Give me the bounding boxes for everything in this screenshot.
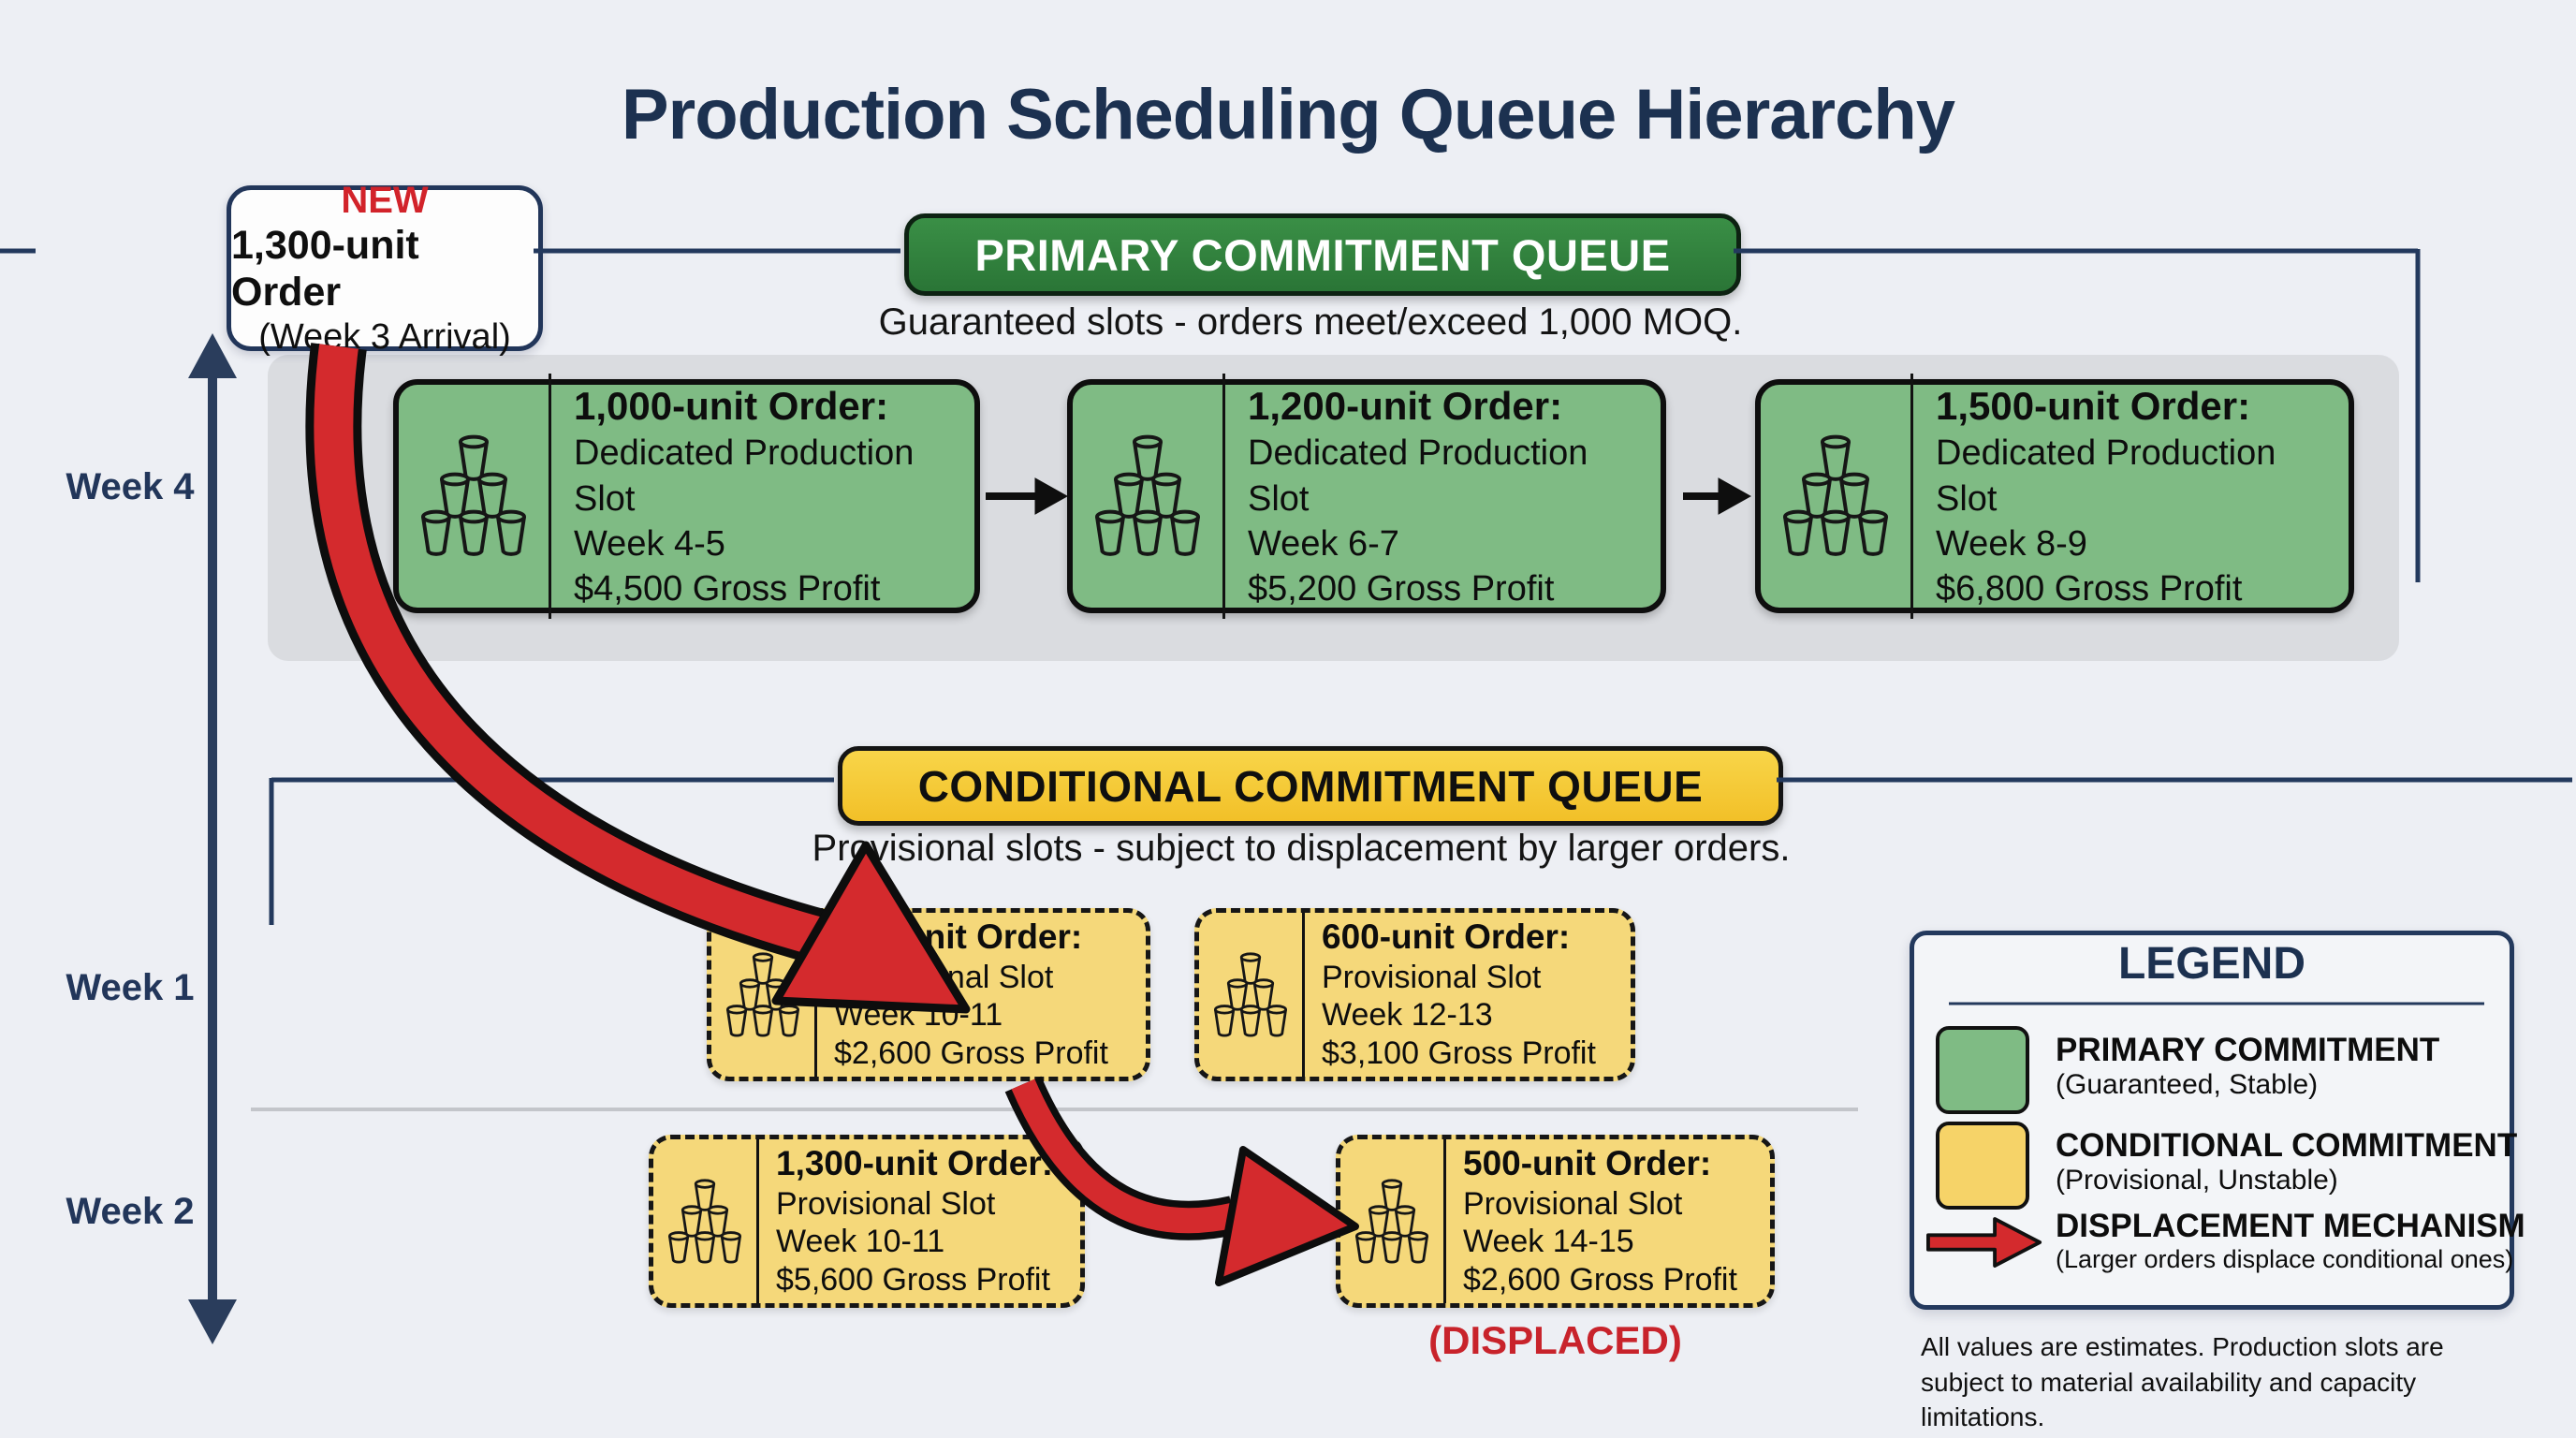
primary-slot-1000: 1,000-unit Order: Dedicated Production S…	[393, 373, 980, 620]
slot-profit: $2,600 Gross Profit	[1463, 1262, 1737, 1299]
slot-type: Provisional Slot	[1322, 959, 1542, 995]
conditional-slot-1300: 1,300-unit Order: Provisional Slot Week …	[649, 1135, 1085, 1308]
legend-sublabel: (Provisional, Unstable)	[2056, 1165, 2338, 1196]
new-order-arrival: (Week 3 Arrival)	[258, 316, 511, 357]
primary-queue-subtitle: Guaranteed slots - orders meet/exceed 1,…	[878, 301, 1743, 343]
displacement-arrow-icon	[1926, 1213, 2043, 1276]
slot-weeks: Week 6-7	[1248, 523, 1399, 564]
cup-stack-icon	[1761, 434, 1910, 558]
conditional-commitment-swatch	[1936, 1122, 2029, 1210]
slot-name: 1,500-unit Order:	[1936, 383, 2251, 428]
slot-profit: $2,600 Gross Profit	[834, 1035, 1108, 1072]
legend-item-primary: PRIMARY COMMITMENT (Guaranteed, Stable)	[2056, 1032, 2439, 1101]
legend-sublabel: (Guaranteed, Stable)	[2056, 1069, 2319, 1100]
legend-label: PRIMARY COMMITMENT	[2056, 1032, 2440, 1068]
primary-slot-1500: 1,500-unit Order: Dedicated Production S…	[1755, 373, 2354, 620]
cup-stack-icon	[399, 434, 549, 558]
conditional-slot-600: 600-unit Order: Provisional Slot Week 12…	[1194, 908, 1635, 1081]
slot-type: Provisional Slot	[834, 959, 1054, 995]
new-badge: NEW	[341, 180, 429, 222]
legend-item-conditional: CONDITIONAL COMMITMENT (Provisional, Uns…	[2056, 1127, 2517, 1196]
slot-name: 500-unit Order:	[834, 917, 1083, 957]
cup-stack-icon	[1340, 1178, 1443, 1265]
legend-label: CONDITIONAL COMMITMENT	[2056, 1127, 2518, 1164]
slot-name: 1,000-unit Order:	[574, 383, 889, 428]
new-order-name: 1,300-unit Order	[231, 222, 419, 315]
cup-stack-icon	[653, 1178, 756, 1265]
legend-sublabel: (Larger orders displace conditional ones…	[2056, 1245, 2514, 1273]
slot-name: 500-unit Order:	[1463, 1144, 1712, 1183]
slot-type: Dedicated Production Slot	[574, 433, 915, 519]
slot-text: 500-unit Order: Provisional Slot Week 14…	[1443, 1139, 1741, 1303]
conditional-slot-500-displaced: 500-unit Order: Provisional Slot Week 14…	[1336, 1135, 1775, 1308]
primary-queue-header: PRIMARY COMMITMENT QUEUE	[904, 213, 1741, 296]
slot-text: 1,300-unit Order: Provisional Slot Week …	[756, 1139, 1057, 1303]
primary-commitment-swatch	[1936, 1026, 2029, 1114]
slot-name: 1,200-unit Order:	[1248, 383, 1563, 428]
slot-weeks: Week 10-11	[834, 997, 1003, 1034]
week-label-1: Week 1	[66, 967, 195, 1008]
slot-text: 1,200-unit Order: Dedicated Production S…	[1222, 373, 1661, 620]
slot-type: Dedicated Production Slot	[1248, 433, 1588, 519]
slot-name: 1,300-unit Order:	[776, 1144, 1054, 1183]
slot-weeks: Week 14-15	[1463, 1224, 1634, 1260]
conditional-queue-header: CONDITIONAL COMMITMENT QUEUE	[838, 746, 1783, 826]
slot-weeks: Week 8-9	[1936, 523, 2087, 564]
new-order-callout: NEW 1,300-unit Order (Week 3 Arrival)	[227, 180, 543, 357]
conditional-queue-subtitle: Provisional slots - subject to displacem…	[812, 828, 1791, 869]
slot-text: 1,500-unit Order: Dedicated Production S…	[1910, 373, 2349, 620]
slot-text: 500-unit Order: Provisional Slot Week 10…	[814, 913, 1112, 1077]
cup-stack-icon	[1073, 434, 1222, 558]
slot-weeks: Week 12-13	[1322, 997, 1493, 1034]
legend-title: LEGEND	[2117, 939, 2305, 989]
cup-stack-icon	[1199, 951, 1302, 1038]
conditional-slot-500: 500-unit Order: Provisional Slot Week 10…	[707, 908, 1150, 1081]
slot-type: Dedicated Production Slot	[1936, 433, 2276, 519]
slot-profit: $5,200 Gross Profit	[1248, 569, 1555, 609]
week-label-2: Week 2	[66, 1191, 195, 1232]
slot-profit: $5,600 Gross Profit	[776, 1262, 1050, 1299]
page-title: Production Scheduling Queue Hierarchy	[621, 74, 1955, 154]
slot-profit: $6,800 Gross Profit	[1936, 569, 2243, 609]
displaced-label: (DISPLACED)	[1428, 1318, 1682, 1362]
slot-profit: $3,100 Gross Profit	[1322, 1035, 1596, 1072]
slot-type: Provisional Slot	[1463, 1185, 1683, 1222]
primary-slot-1200: 1,200-unit Order: Dedicated Production S…	[1067, 373, 1666, 620]
slot-type: Provisional Slot	[776, 1185, 996, 1222]
slot-text: 600-unit Order: Provisional Slot Week 12…	[1302, 913, 1600, 1077]
slot-profit: $4,500 Gross Profit	[574, 569, 881, 609]
slot-text: 1,000-unit Order: Dedicated Production S…	[549, 373, 974, 620]
slot-weeks: Week 10-11	[776, 1224, 945, 1260]
legend-item-displacement: DISPLACEMENT MECHANISM (Larger orders di…	[2056, 1208, 2525, 1274]
slot-weeks: Week 4-5	[574, 523, 725, 564]
footnote: All values are estimates. Production slo…	[1921, 1332, 2444, 1432]
cup-stack-icon	[711, 951, 814, 1038]
legend-label: DISPLACEMENT MECHANISM	[2056, 1208, 2525, 1244]
week-label-4: Week 4	[66, 466, 195, 507]
slot-name: 600-unit Order:	[1322, 917, 1571, 957]
